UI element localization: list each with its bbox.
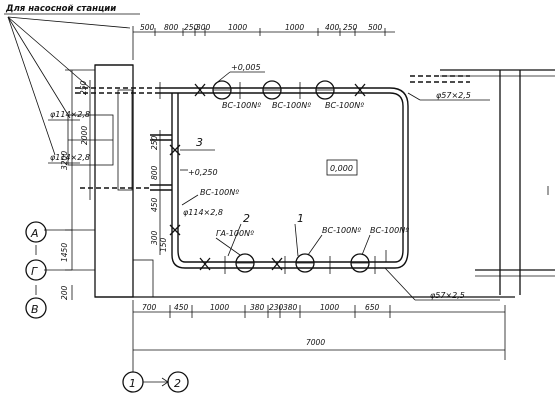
pipe-label-left: φ114×2,8 <box>183 208 223 217</box>
dim-bot-0: 700 <box>142 303 157 312</box>
valve-label-top-2: ВС-100Nº <box>272 101 311 110</box>
drawing-title: Для насосной станции <box>5 4 116 14</box>
top-valves <box>159 80 366 100</box>
callout-2: 2 <box>243 212 250 225</box>
dim-top-7: 250 <box>343 23 358 32</box>
axis-bubble-g <box>25 259 47 281</box>
inner-vertical-dims: 250 800 450 300 150 <box>150 130 168 255</box>
dim-left-200: 200 <box>60 285 69 300</box>
dim-bot-3: 380 <box>250 303 265 312</box>
floor-elev-box <box>326 159 358 176</box>
dim-bot-5: 380 <box>283 303 298 312</box>
elevation-plus250: +0,250 <box>188 168 218 177</box>
elevation-floor: 0,000 <box>330 164 353 173</box>
pipe-label-bottom: φ57×2,5 <box>430 291 465 300</box>
dim-inner-450: 450 <box>150 197 159 212</box>
axis-bubble-a <box>25 221 47 243</box>
dim-top-8: 500 <box>368 23 383 32</box>
pipe-label-top: φ57×2,5 <box>436 91 471 100</box>
valve-label-top-1: ВС-100Nº <box>222 101 261 110</box>
pipe-label-l2: φ114×2,8 <box>50 153 90 162</box>
pump-room-walls <box>67 89 133 191</box>
callout-3: 3 <box>196 136 203 149</box>
dim-bot-7: 650 <box>365 303 380 312</box>
callout-1: 1 <box>297 212 304 225</box>
overall-dim: 7000 <box>306 338 325 347</box>
leader-lines <box>7 16 131 156</box>
dim-bot-2: 1000 <box>210 303 229 312</box>
dim-left-1450: 1450 <box>60 243 69 262</box>
valve-label-bot-ga: ГА-100Nº <box>216 229 254 238</box>
elev-leader-top <box>214 71 231 85</box>
dim-left-3200: 3200 <box>60 151 69 170</box>
valve-label-bot-2: ВС-100Nº <box>370 226 409 235</box>
pipe-label-l1: φ114×2,8 <box>50 110 90 119</box>
dim-top-5: 1000 <box>285 23 304 32</box>
valve-label-bot-1: ВС-100Nº <box>322 226 361 235</box>
top-pipe-run <box>75 75 470 250</box>
dim-bot-4: 230 <box>269 303 284 312</box>
axis-label-g: Г <box>31 265 38 278</box>
dim-inner-150: 150 <box>159 237 168 252</box>
dim-left-250: 250 <box>79 80 88 95</box>
axis-label-2: 2 <box>174 377 181 390</box>
axis-label-v: В <box>31 303 39 316</box>
pipe-leader-bottom <box>384 267 416 301</box>
dim-top-0: 500 <box>140 23 155 32</box>
bottom-dimension-line: 700 450 1000 380 230 380 1000 650 <box>132 300 506 360</box>
bottom-pipe-run <box>185 249 409 274</box>
left-pipe-labels: φ114×2,8 φ114×2,8 <box>48 110 90 164</box>
valve-label-left: ВС-100Nº <box>200 188 239 197</box>
dim-bot-6: 1000 <box>320 303 339 312</box>
dim-top-4: 1000 <box>228 23 247 32</box>
dim-top-3: 300 <box>196 23 211 32</box>
dim-left-2000: 2000 <box>80 126 89 145</box>
dim-top-2: 250 <box>184 23 199 32</box>
dim-bot-1: 450 <box>174 303 189 312</box>
grid-axes: А Г В 1 2 <box>25 221 189 393</box>
dim-top-1: 800 <box>164 23 179 32</box>
left-riser <box>80 93 186 269</box>
elevation-plus005: +0,005 <box>231 63 261 72</box>
dim-inner-300: 300 <box>150 230 159 245</box>
dim-inner-250: 250 <box>150 135 159 150</box>
left-dimension-line: 3200 2000 1450 200 250 <box>60 69 95 300</box>
axis-label-a: А <box>30 227 39 240</box>
axis-label-1: 1 <box>129 377 136 390</box>
axis-bubble-v <box>25 297 47 319</box>
valve-label-top-3: ВС-100Nº <box>325 101 364 110</box>
dim-inner-800: 800 <box>150 165 159 180</box>
top-dimension-line: 500 800 250 300 1000 1000 400 250 500 <box>132 23 395 60</box>
dim-top-6: 400 <box>325 23 340 32</box>
